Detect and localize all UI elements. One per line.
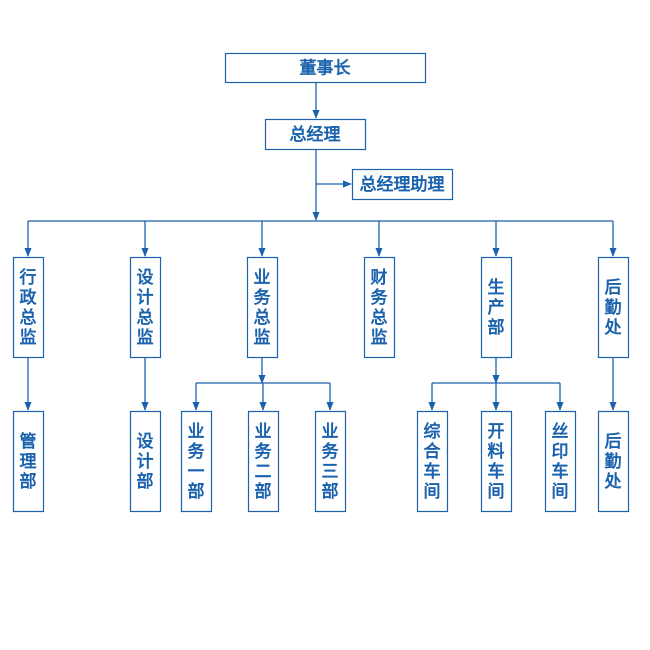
- node-production: 生产部: [480, 256, 513, 359]
- node-label: 业务二部: [255, 422, 273, 502]
- node-finance-director: 财务总监: [363, 256, 396, 359]
- node-chairman: 董事长: [224, 52, 427, 84]
- node-workshop-material: 开料车间: [480, 410, 513, 513]
- node-design-dept: 设计部: [129, 410, 162, 513]
- node-workshop-print: 丝印车间: [544, 410, 577, 513]
- node-label: 后勤处: [604, 278, 623, 338]
- node-label: 董事长: [300, 58, 352, 79]
- node-gm-assistant: 总经理助理: [351, 168, 454, 201]
- node-management-dept: 管理部: [12, 410, 45, 513]
- node-gm: 总经理: [264, 118, 367, 151]
- node-workshop-general: 综合车间: [416, 410, 449, 513]
- node-label: 业务三部: [322, 422, 340, 502]
- node-label: 设计部: [137, 432, 154, 492]
- node-label: 财务总监: [370, 267, 389, 348]
- node-label: 综合车间: [424, 421, 442, 502]
- nodes: 董事长总经理总经理助理行政总监设计总监业务总监财务总监生产部后勤处管理部设计部业…: [12, 52, 630, 513]
- node-label: 设计总监: [137, 268, 154, 348]
- node-label: 管理部: [20, 431, 37, 492]
- node-label: 生产部: [488, 277, 505, 338]
- node-business-dept-3: 业务三部: [314, 410, 347, 513]
- node-business-director: 业务总监: [246, 256, 279, 359]
- node-design-director: 设计总监: [129, 256, 162, 359]
- node-business-dept-1: 业务一部: [180, 410, 213, 513]
- node-label: 后勤处: [604, 432, 623, 492]
- node-label: 总经理: [290, 124, 341, 145]
- node-admin-director: 行政总监: [12, 256, 45, 359]
- node-label: 业务一部: [188, 422, 206, 502]
- node-label: 行政总监: [19, 267, 38, 348]
- node-label: 业务总监: [254, 268, 272, 348]
- node-logistics: 后勤处: [597, 256, 630, 359]
- node-business-dept-2: 业务二部: [247, 410, 280, 513]
- node-label: 总经理助理: [360, 174, 445, 195]
- node-label: 丝印车间: [552, 421, 569, 502]
- connectors: [24, 83, 617, 411]
- node-label: 开料车间: [488, 422, 505, 502]
- node-logistics-sub: 后勤处: [597, 410, 630, 513]
